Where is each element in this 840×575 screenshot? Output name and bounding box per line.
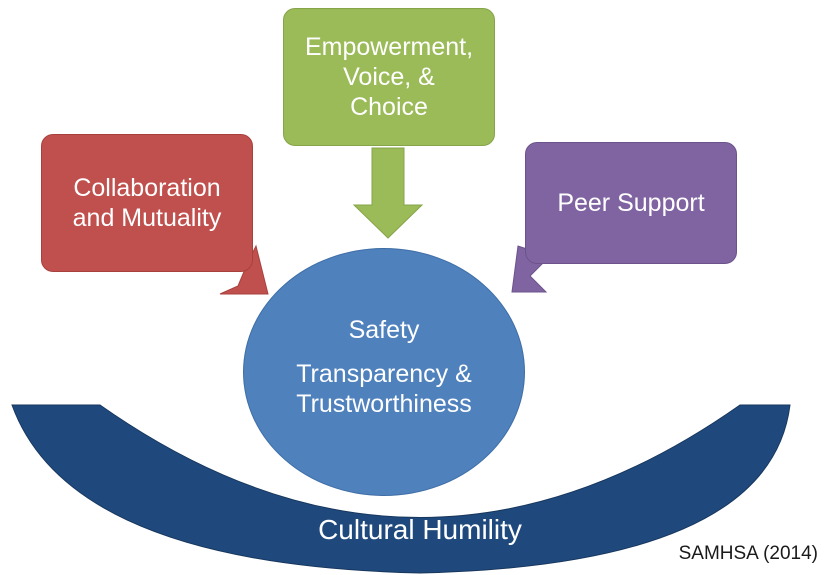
empowerment-label: Empowerment, Voice, & Choice <box>304 33 474 121</box>
collaboration-label: Collaboration and Mutuality <box>72 174 222 232</box>
safety-circle: Safety Transparency & Trustworthiness <box>243 248 525 496</box>
cultural-humility-arc <box>11 404 791 574</box>
citation: SAMHSA (2014) <box>678 543 818 564</box>
collaboration-arrow <box>219 244 269 295</box>
empowerment-arrow <box>352 147 424 239</box>
empowerment-box: Empowerment, Voice, & Choice <box>283 8 495 146</box>
collaboration-box: Collaboration and Mutuality <box>41 134 253 272</box>
cultural-humility-label: Cultural Humility <box>318 514 522 545</box>
safety-label: Safety <box>348 316 420 344</box>
peer-support-box: Peer Support <box>525 142 737 264</box>
transparency-label: Transparency & Trustworthiness <box>296 360 472 418</box>
peer-support-label: Peer Support <box>557 189 705 217</box>
